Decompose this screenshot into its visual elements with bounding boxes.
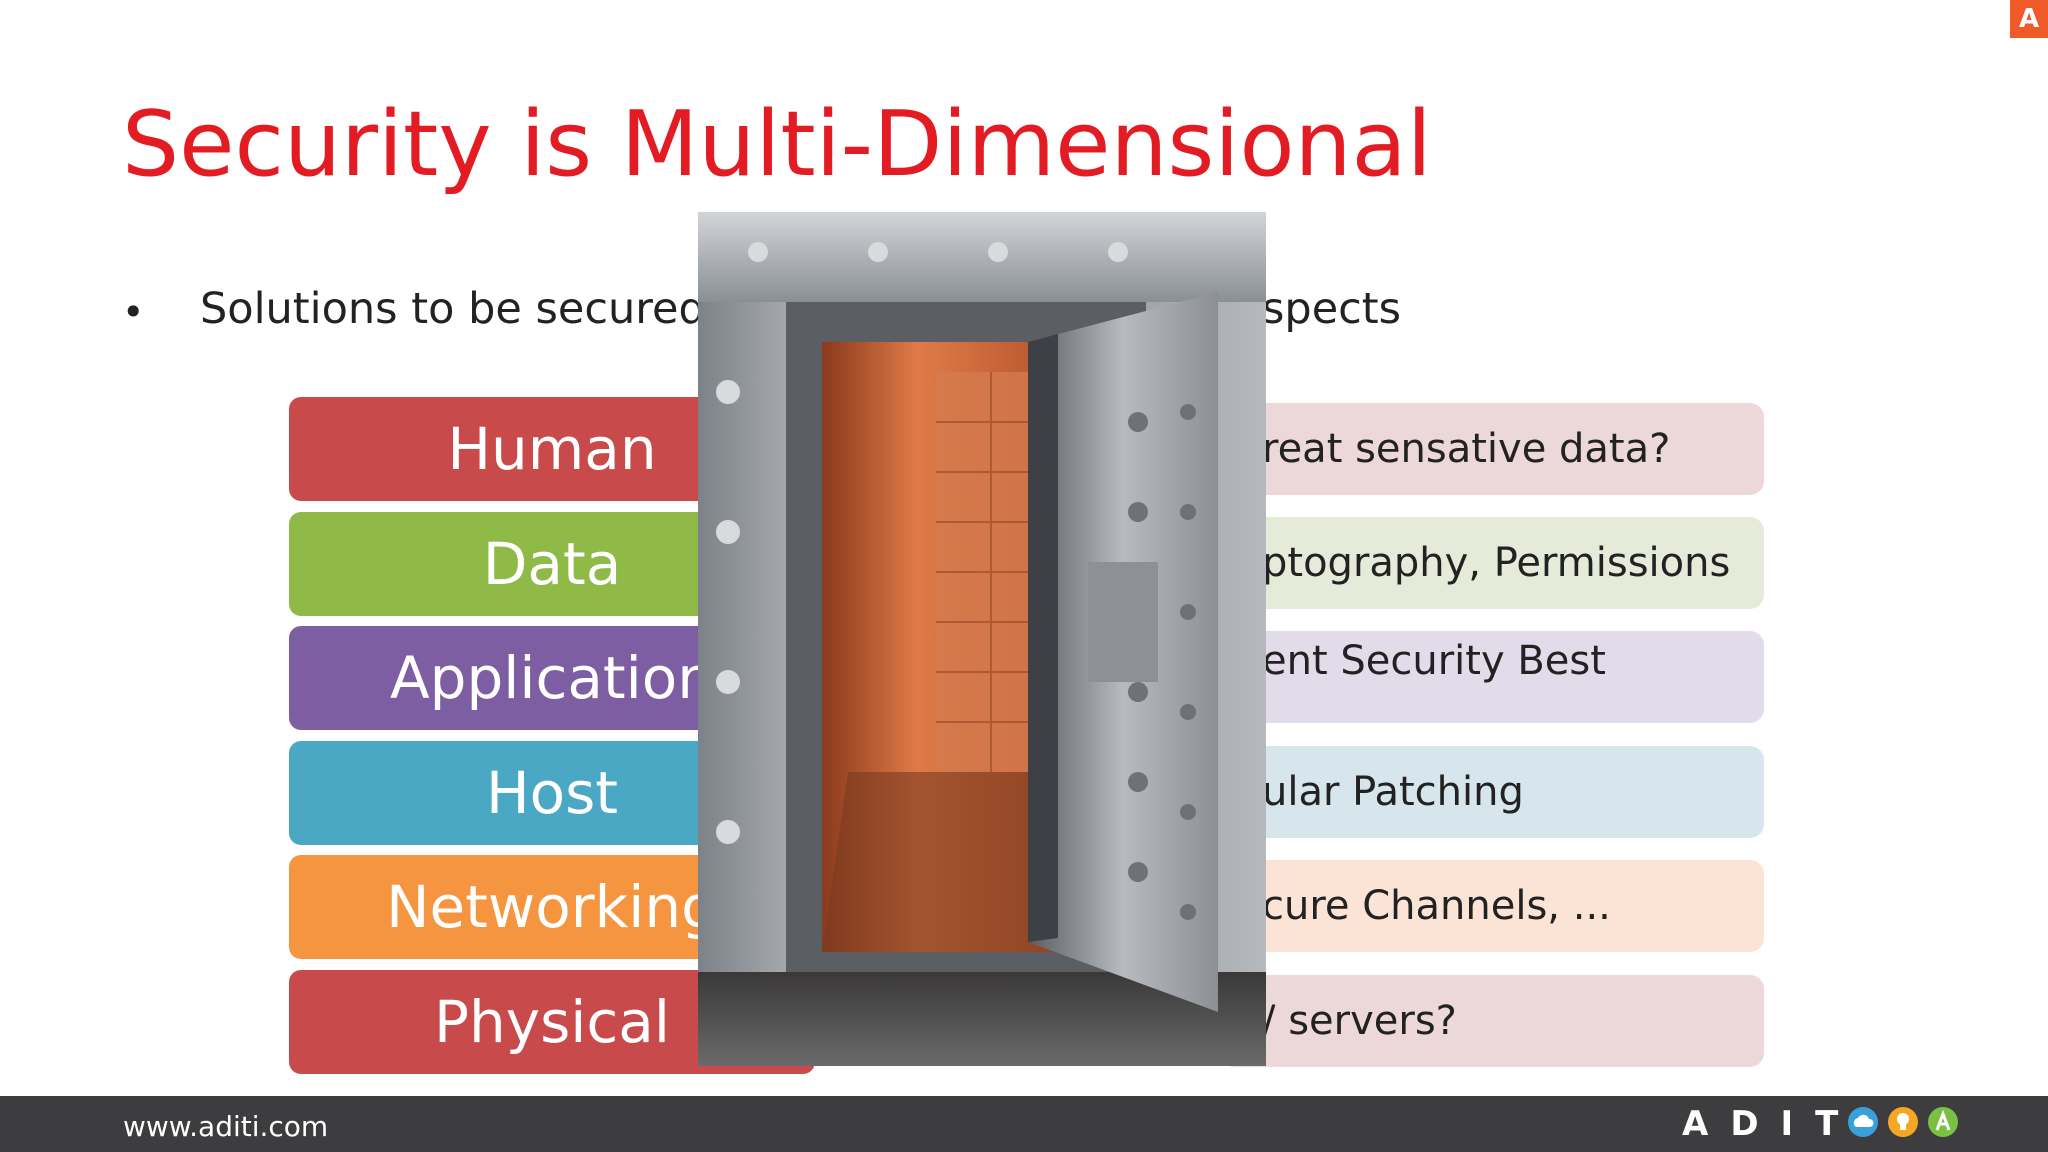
desc-box-human: reat sensative data? (1220, 403, 1764, 495)
layer-label: Data (482, 530, 622, 598)
desc-box-data: ptography, Permissions (1220, 517, 1764, 609)
desc-text: cure Channels, ... (1262, 883, 1611, 929)
desc-box-physical: / servers? (1220, 975, 1764, 1067)
desc-text: ular Patching (1262, 769, 1524, 815)
desc-text: ent Security Best (1262, 638, 1606, 684)
footer-url: www.aditi.com (123, 1110, 329, 1143)
cloud-icon (1848, 1107, 1878, 1137)
layer-label: Physical (434, 988, 670, 1056)
bullet-text-visible-right: spects (1262, 284, 1402, 334)
desc-text: reat sensative data? (1262, 426, 1671, 472)
layer-label: Human (447, 415, 657, 483)
layer-label: Host (485, 759, 619, 827)
slide-title: Security is Multi-Dimensional (122, 92, 1432, 197)
desc-box-networking: cure Channels, ... (1220, 860, 1764, 952)
footer-brand: ADITI (1682, 1104, 1896, 1144)
corner-logo: A (2010, 0, 2048, 38)
bullet-text-visible-left: Solutions to be secured s (200, 284, 742, 334)
desc-text: / servers? (1262, 998, 1457, 1044)
footer-bar (0, 1096, 2048, 1152)
vault-photo (698, 212, 1266, 1066)
layer-label: Application (389, 644, 715, 712)
desc-box-application: ent Security Best (1220, 631, 1764, 723)
bullet-marker: • (122, 290, 145, 334)
desc-box-host: ular Patching (1220, 746, 1764, 838)
desc-text: ptography, Permissions (1262, 540, 1731, 586)
corner-logo-letter: A (2018, 4, 2040, 34)
lightbulb-icon (1888, 1107, 1918, 1137)
aditi-a-icon (1928, 1107, 1958, 1137)
vault-illustration (698, 212, 1266, 1066)
layer-label: Networking (386, 873, 718, 941)
